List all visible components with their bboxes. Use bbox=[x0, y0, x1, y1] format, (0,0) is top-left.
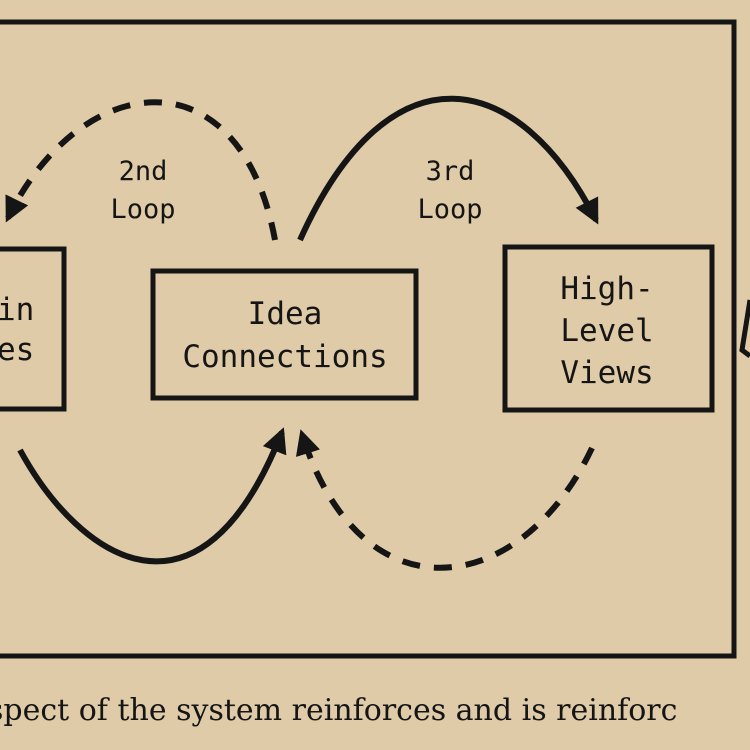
high-level-views-line1: High- bbox=[560, 271, 653, 307]
second-loop-label-line1: 2nd bbox=[119, 156, 168, 187]
idea-connections-line2: Connections bbox=[182, 339, 387, 375]
high-level-views-line3: Views bbox=[560, 355, 653, 391]
second-loop-dashed-arrow bbox=[5, 99, 278, 241]
high-level-views-box bbox=[502, 244, 715, 413]
third-loop-label-line1: 3rd bbox=[426, 156, 475, 187]
figure-caption: spect of the system reinforces and is re… bbox=[0, 693, 678, 728]
idea-connections-line1: Idea bbox=[248, 296, 323, 332]
return-dashed-arrow bbox=[295, 429, 595, 571]
left-box-line2: es bbox=[0, 332, 34, 368]
right-edge-arrow-fragment bbox=[739, 299, 750, 358]
third-loop-label-line2: Loop bbox=[417, 194, 482, 225]
left-box bbox=[0, 246, 67, 412]
outer-frame bbox=[0, 19, 737, 659]
second-loop-label-line2: Loop bbox=[110, 194, 175, 225]
first-loop-solid-arrow bbox=[17, 427, 287, 565]
high-level-views-line2: Level bbox=[560, 313, 653, 349]
idea-connections-box bbox=[150, 268, 419, 401]
third-loop-solid-arrow bbox=[297, 95, 599, 242]
left-box-line1: in bbox=[0, 292, 34, 328]
